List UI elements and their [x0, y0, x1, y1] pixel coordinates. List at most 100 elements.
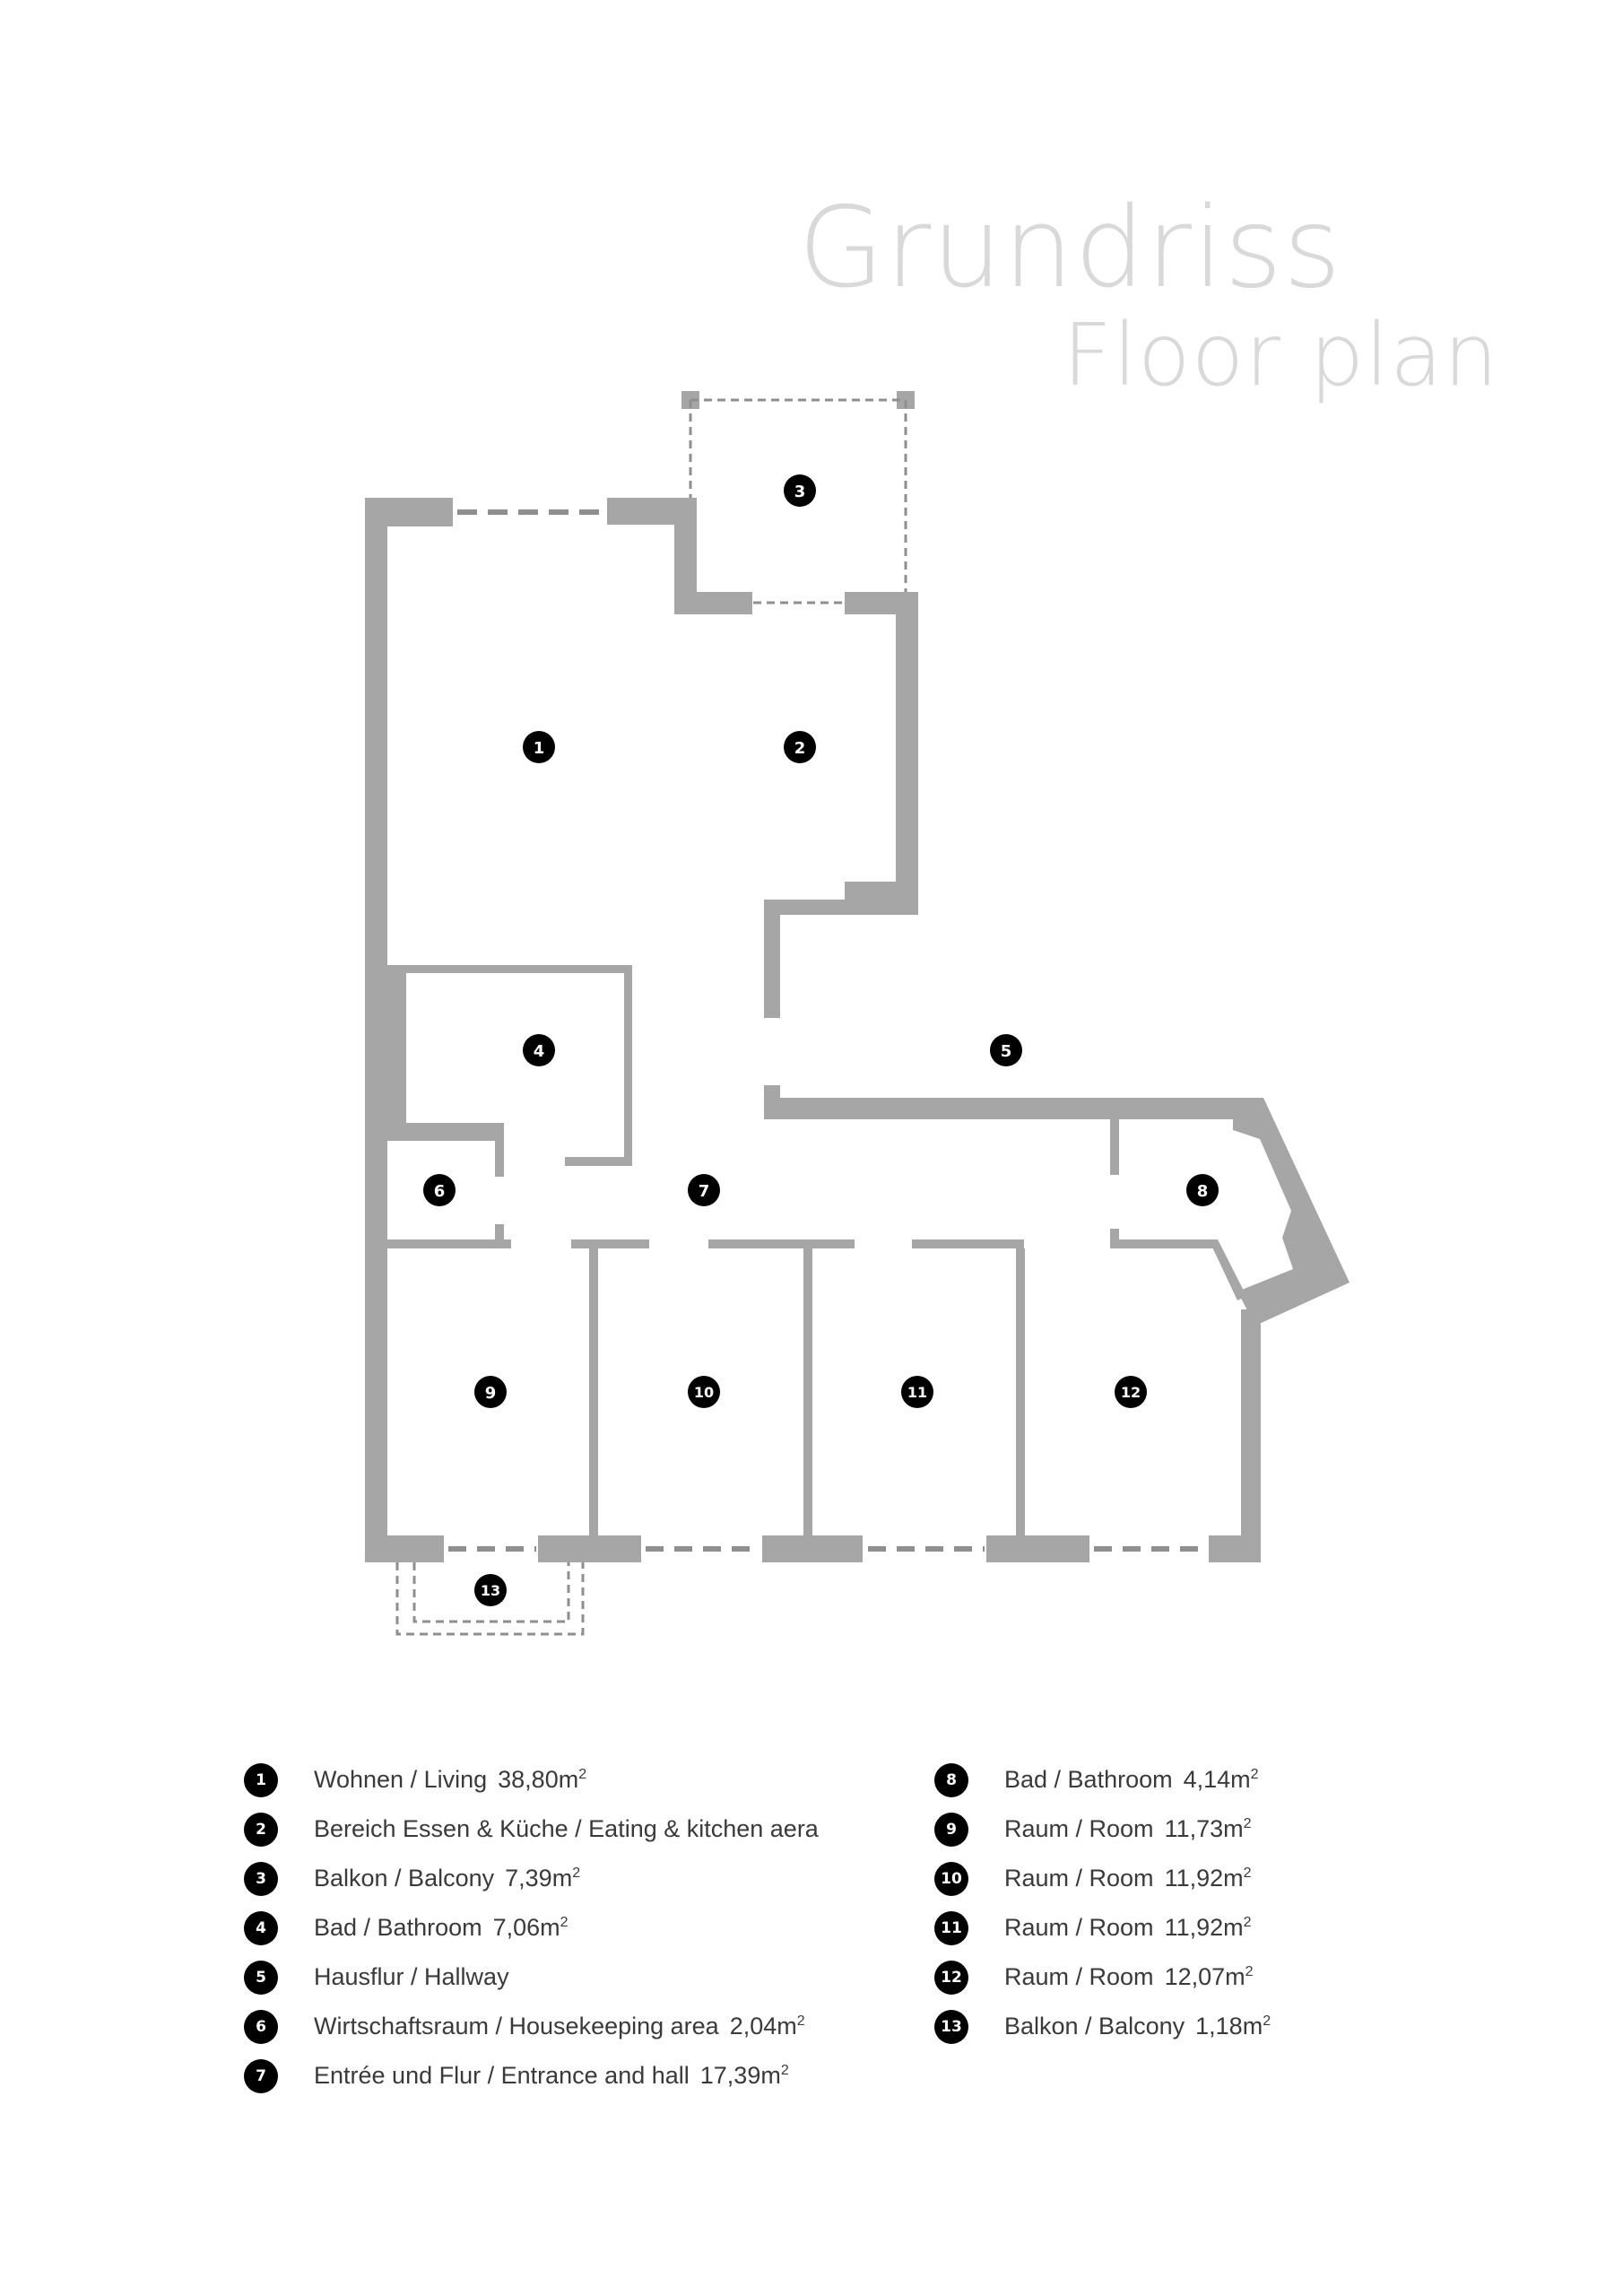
- legend-label: Raum / Room: [1004, 1963, 1154, 1990]
- legend-unit-exponent: 2: [1263, 2013, 1271, 2029]
- wall-bottom-2: [538, 1535, 641, 1562]
- legend-area: 12,07: [1164, 1963, 1226, 1990]
- wall-bath4-right: [624, 965, 632, 1166]
- legend-number-badge: 9: [934, 1812, 968, 1847]
- wall-bottom-1: [365, 1535, 444, 1562]
- legend-label: Entrée und Flur / Entrance and hall: [314, 2062, 690, 2089]
- wall-room6-right-lower: [495, 1224, 504, 1247]
- wall-bath8-left-upper: [1110, 1119, 1119, 1175]
- legend-number-badge: 12: [934, 1960, 968, 1995]
- legend-unit: m: [540, 1914, 560, 1941]
- legend-label: Wirtschaftsraum / Housekeeping area: [314, 2013, 719, 2039]
- legend-unit: m: [760, 2062, 781, 2089]
- balcony3-outline: [690, 398, 907, 592]
- legend-label: Bad / Bathroom: [1004, 1766, 1173, 1793]
- legend-item: 7 Entrée und Flur / Entrance and hall 17,3…: [244, 2051, 829, 2100]
- marker-12: 12: [1115, 1376, 1147, 1408]
- legend-unit: m: [551, 1865, 573, 1892]
- legend-unit-exponent: 2: [1245, 1964, 1254, 1979]
- legend-unit-exponent: 2: [1243, 1866, 1252, 1881]
- wall-partition-11-12: [1016, 1248, 1025, 1535]
- wall-left: [365, 498, 387, 1561]
- marker-6: 6: [423, 1174, 456, 1206]
- marker-9-label: 9: [485, 1384, 497, 1403]
- legend-area: 17,39: [699, 2062, 761, 2089]
- legend-number-badge: 3: [244, 1861, 278, 1896]
- wall-bottom-5: [1209, 1535, 1261, 1562]
- marker-2-label: 2: [794, 739, 806, 758]
- marker-6-label: 6: [434, 1182, 446, 1201]
- legend-number-badge: 7: [244, 2058, 278, 2093]
- balcony13-inner: [412, 1562, 570, 1623]
- legend-label: Raum / Room: [1004, 1914, 1154, 1941]
- marker-5-label: 5: [1001, 1042, 1012, 1061]
- legend-unit-exponent: 2: [578, 1767, 587, 1782]
- marker-8: 8: [1186, 1174, 1219, 1206]
- legend-unit: m: [777, 2013, 797, 2039]
- title-floor-plan: Floor plan: [1063, 305, 1499, 405]
- legend-item: 5 Hausflur / Hallway: [244, 1952, 829, 2002]
- legend-unit: m: [1223, 1815, 1244, 1842]
- legend-unit: m: [1223, 1914, 1244, 1941]
- legend-area: 11,92: [1164, 1914, 1224, 1941]
- legend-number-badge: 5: [244, 1960, 278, 1995]
- marker-8-label: 8: [1197, 1182, 1209, 1201]
- legend-unit-exponent: 2: [560, 1915, 568, 1930]
- legend-unit-exponent: 2: [1243, 1816, 1252, 1831]
- marker-4: 4: [523, 1034, 555, 1066]
- legend-number-badge: 13: [934, 2009, 968, 2044]
- wall-bath8-diagonal: [1209, 1239, 1246, 1300]
- marker-5: 5: [990, 1034, 1022, 1066]
- legend-area: 2,04: [729, 2013, 777, 2039]
- legend-area: 1,18: [1195, 2013, 1243, 2039]
- marker-10: 10: [688, 1376, 720, 1408]
- legend-unit-exponent: 2: [572, 1866, 581, 1881]
- wall-kitchen-bottom: [764, 900, 918, 915]
- legend-number-badge: 10: [934, 1861, 968, 1896]
- marker-9: 9: [474, 1376, 507, 1408]
- marker-11: 11: [901, 1376, 933, 1408]
- legend-number-badge: 4: [244, 1910, 278, 1945]
- marker-1-label: 1: [534, 739, 545, 758]
- wall-bath8-left-lower: [1110, 1229, 1119, 1248]
- marker-3-label: 3: [794, 483, 806, 501]
- marker-13: 13: [474, 1574, 507, 1606]
- legend-unit: m: [1230, 1766, 1251, 1793]
- legend-unit: m: [558, 1766, 579, 1793]
- legend-unit-exponent: 2: [1250, 1767, 1259, 1782]
- marker-13-label: 13: [481, 1582, 500, 1599]
- wall-kitchen-right: [896, 592, 918, 915]
- wall-partition-10-11: [803, 1248, 812, 1535]
- legend-number-badge: 2: [244, 1812, 278, 1847]
- wall-bath4-top: [387, 965, 632, 973]
- legend-number-badge: 11: [934, 1910, 968, 1945]
- marker-10-label: 10: [694, 1384, 714, 1401]
- legend-unit-exponent: 2: [1243, 1915, 1252, 1930]
- legend-label: Hausflur / Hallway: [314, 1963, 509, 1990]
- marker-2: 2: [784, 731, 816, 763]
- legend-label: Balkon / Balcony: [314, 1865, 495, 1892]
- wall-bath4-bottom-right: [565, 1157, 632, 1166]
- wall-step-bottom: [674, 592, 752, 614]
- wall-partition-9-10: [589, 1248, 598, 1535]
- legend-label: Wohnen / Living: [314, 1766, 488, 1793]
- legend-unit-exponent: 2: [796, 2013, 805, 2029]
- wall-hall-left-upper: [764, 900, 780, 1018]
- legend-label: Balkon / Balcony: [1004, 2013, 1185, 2039]
- legend-number-badge: 8: [934, 1762, 968, 1797]
- legend-unit: m: [1223, 1865, 1244, 1892]
- wall-bottom-4: [986, 1535, 1089, 1562]
- legend-number-badge: 1: [244, 1762, 278, 1797]
- marker-12-label: 12: [1121, 1384, 1141, 1401]
- marker-11-label: 11: [907, 1384, 927, 1401]
